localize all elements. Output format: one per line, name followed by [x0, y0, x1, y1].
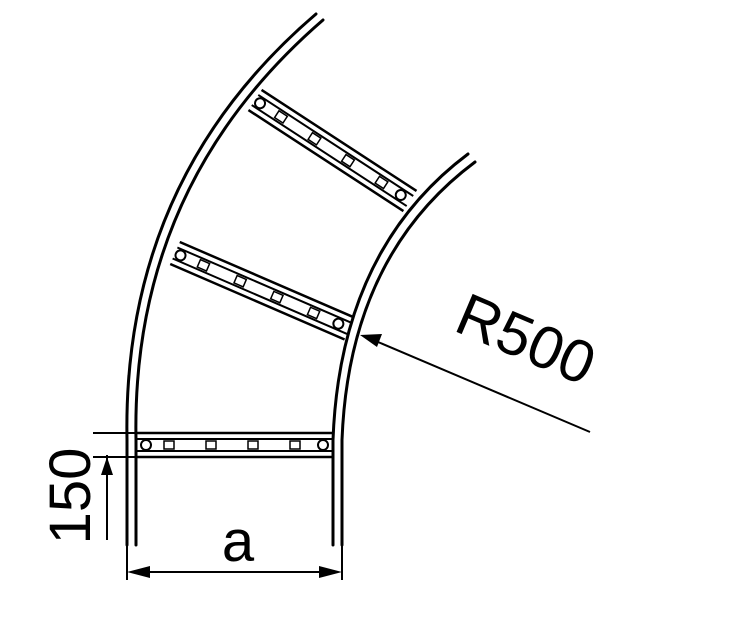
bolt-icon: [174, 249, 187, 262]
bolt-icon: [317, 439, 329, 451]
width-dimension: [126, 545, 343, 580]
outer-side-rail: [125, 12, 325, 547]
height-label: 150: [38, 448, 103, 545]
height-dimension: [93, 432, 136, 540]
inner-rail-edge-b: [340, 160, 477, 547]
width-label: a: [222, 509, 255, 574]
bolt-icon: [394, 189, 407, 202]
rung-bottom: [136, 431, 333, 459]
arrow-left-icon: [127, 566, 150, 578]
outer-rail-edge-a: [125, 12, 318, 547]
rung-top: [247, 88, 418, 213]
inner-rail-edge-a: [331, 152, 470, 547]
radius-leader: [360, 334, 591, 433]
arrow-up-icon: [101, 457, 113, 475]
bolt-icon: [140, 439, 152, 451]
arrow-right-icon: [319, 566, 342, 578]
radius-arrow-icon: [360, 334, 382, 347]
bolt-icon: [332, 317, 345, 330]
bolt-icon: [254, 97, 267, 110]
rung-middle: [169, 240, 355, 341]
outer-rail-edge-b: [134, 18, 325, 547]
inner-side-rail: [331, 152, 477, 547]
